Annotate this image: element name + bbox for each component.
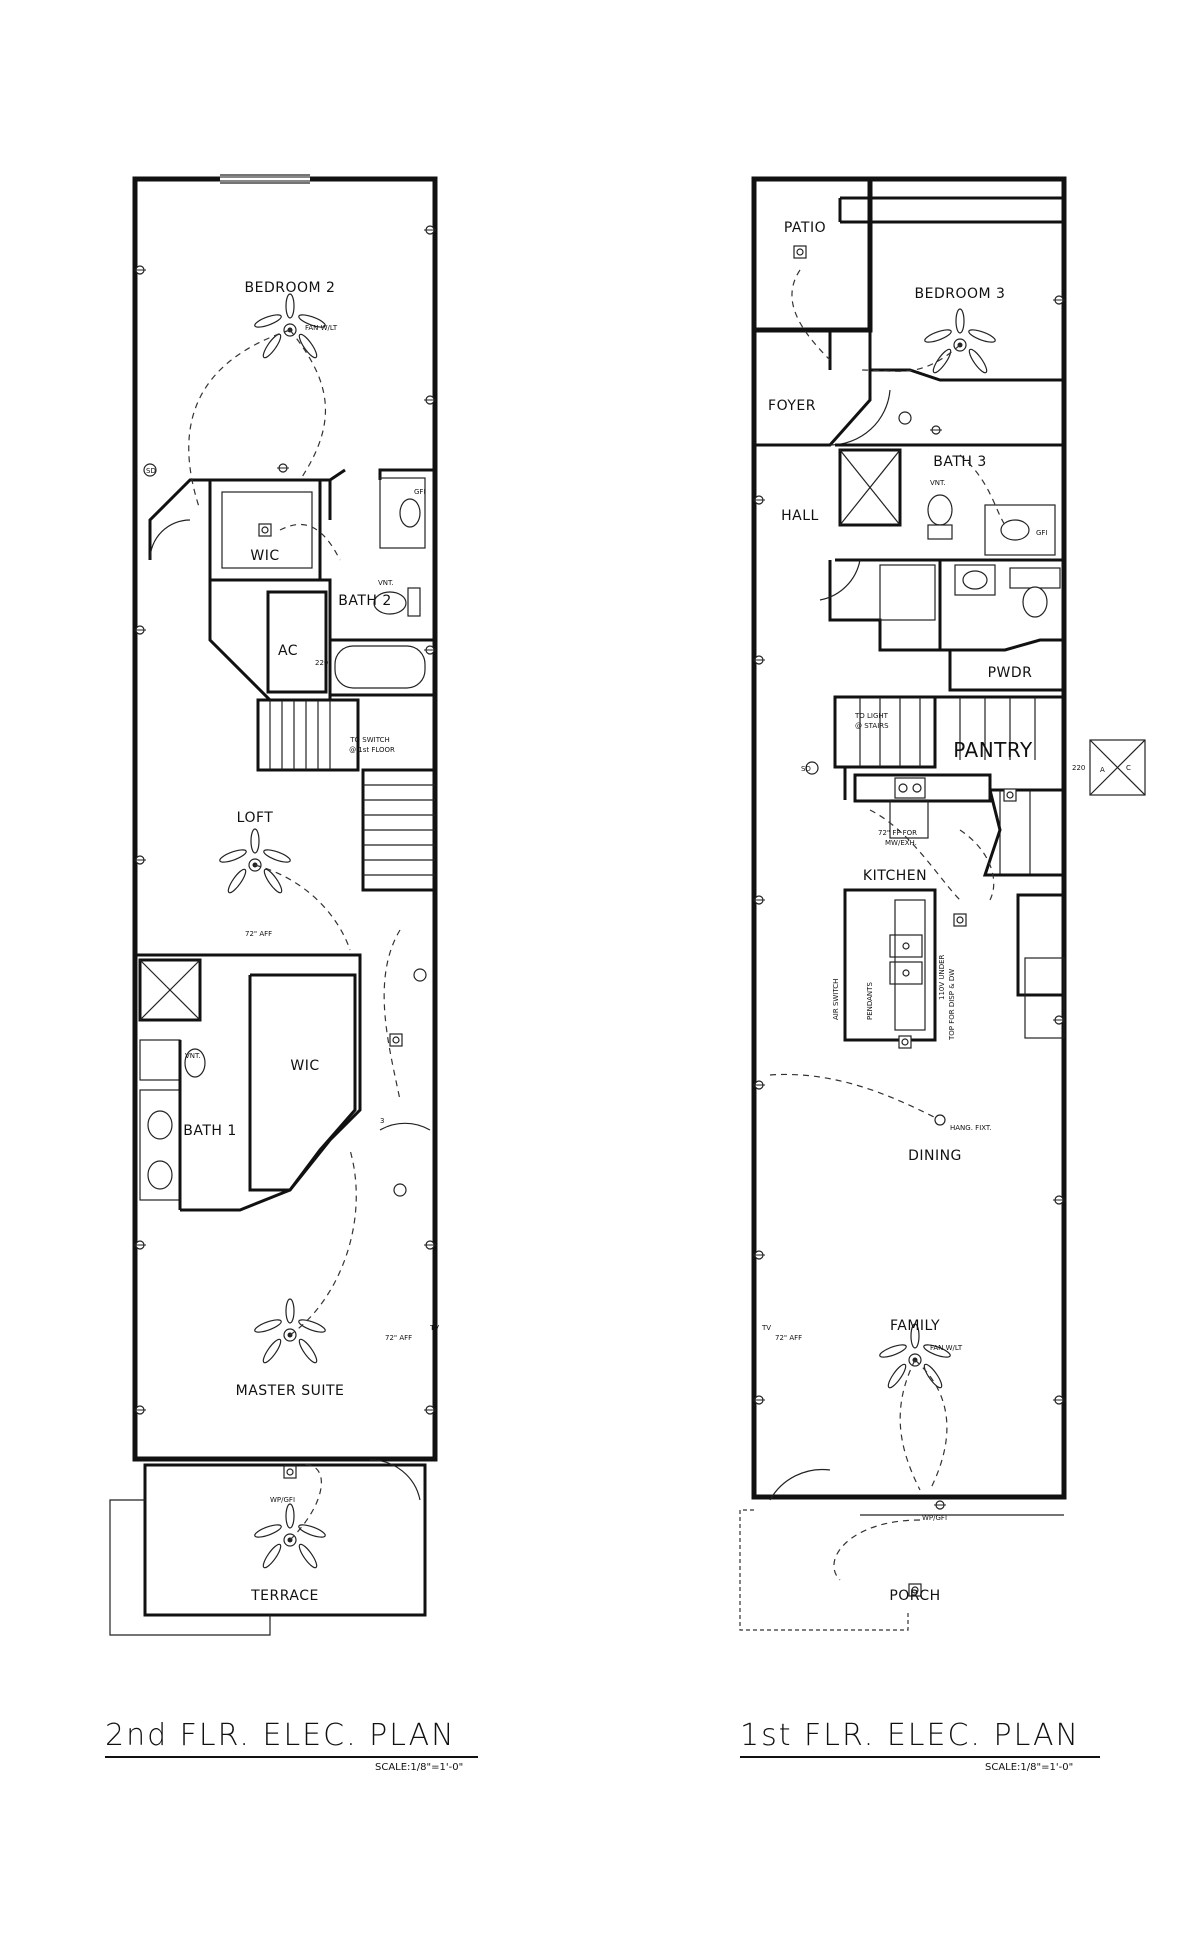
note-wp-gfi: WP/GFI [922,1514,947,1522]
room-label-bedroom3: BEDROOM 3 [915,286,1006,302]
room-label-wic-upper: WIC [250,548,279,564]
room-label-kitchen: KITCHEN [863,868,927,884]
room-label-pwdr: PWDR [988,665,1033,681]
can-light-icon [793,245,807,259]
note-wp-gfi: WP/GFI [270,1496,295,1504]
note-vnt: VNT. [930,479,946,487]
outlet-icon [933,1500,947,1510]
room-label-foyer: FOYER [768,398,816,414]
room-label-dining: DINING [908,1148,962,1164]
room-label-bath1: BATH 1 [183,1123,237,1139]
note-ac-a: A [1100,766,1105,774]
note-ac-c: C [1126,764,1131,772]
note-tv: TV [761,1324,771,1332]
note-ac-220: 220 [315,659,328,667]
second-floor-exterior-wall [132,176,438,1462]
note-to-switch: TO SWITCH [349,736,389,744]
room-label-bath2: BATH 2 [338,593,392,609]
outlet-icon [929,425,943,435]
room-label-porch: PORCH [889,1588,940,1604]
kitchen-upper-counter [853,773,992,803]
note-at-stairs: @ STAIRS [855,722,889,730]
room-label-patio: PATIO [784,220,826,236]
room-label-terrace: TERRACE [250,1588,319,1604]
room-label-bedroom2: BEDROOM 2 [245,280,336,296]
outlet-icon [276,463,290,473]
first-floor-scale: SCALE:1/8"=1'-0" [985,1762,1073,1773]
hanging-fixture-icon [934,1114,946,1126]
fan-bedroom3-icon [922,308,998,376]
room-label-master: MASTER SUITE [236,1383,345,1399]
note-switch3: 3 [380,1117,384,1125]
note-gfi: GFI [1036,529,1048,537]
note-mw: 72" FF FOR [878,829,917,837]
room-label-bath3: BATH 3 [933,454,987,470]
note-sd: SD [801,765,811,773]
room-label-loft: LOFT [237,810,274,826]
ac-unit-box [1089,739,1146,796]
fan-loft-icon [217,828,293,896]
second-floor-title: 2nd FLR. ELEC. PLAN [105,1718,456,1753]
kitchen-island [843,888,937,1042]
terrace-outline [143,1463,427,1617]
first-floor-stairs [833,695,1064,877]
note-pendants: PENDANTS [866,982,874,1020]
can-light-icon [898,1035,912,1049]
note-first-floor: @ 1st FLOOR [349,746,395,754]
note-sd: SD [146,467,156,475]
note-vnt-bath2: VNT. [378,579,394,587]
smoke-detector-icon [393,1183,407,1197]
can-light-icon [1003,788,1017,802]
can-light-icon [953,913,967,927]
room-label-pantry: PANTRY [953,738,1033,762]
note-vnt-bath1: VNT. [185,1052,201,1060]
note-tv-master: 72" AFF [385,1334,412,1342]
note-to-light: TO LIGHT [854,712,889,720]
room-label-ac: AC [278,643,298,659]
note-mw-exh: MW/EXH. [885,839,917,847]
can-light-icon [283,1465,297,1479]
note-under-top: 110V UNDER [938,954,946,1000]
second-floor-plan: BEDROOM 2 WIC BATH 2 AC LOFT WIC BATH 1 … [105,174,478,1773]
can-light-icon [258,523,272,537]
note-ac-220: 220 [1072,764,1085,772]
note-hang-fixt: HANG. FIXT. [950,1124,992,1132]
room-label-wic-lower: WIC [290,1058,319,1074]
note-fan-lt: FAN W/LT [930,1344,963,1352]
second-floor-stairs [256,698,437,892]
smoke-detector-icon [898,411,912,425]
fan-terrace-icon [252,1503,328,1571]
note-tv-aff: 72" AFF [775,1334,802,1342]
note-air-switch: AIR SWITCH [832,979,840,1020]
note-tv-loft: 72" AFF [245,930,272,938]
note-tv: TV [429,1324,439,1332]
first-floor-plan: A C 220 P [739,176,1146,1773]
second-floor-scale: SCALE:1/8"=1'-0" [375,1762,463,1773]
room-label-family: FAMILY [890,1318,940,1334]
fan-master-icon [252,1298,328,1366]
note-disp-dw: TOP FOR DISP & DW [948,969,956,1041]
can-light-icon [389,1033,403,1047]
note-gfi: GFI [414,488,426,496]
note-fan-lt: FAN W/LT [305,324,338,332]
first-floor-title: 1st FLR. ELEC. PLAN [740,1718,1080,1753]
room-label-hall: HALL [781,508,819,524]
smoke-detector-icon [413,968,427,982]
